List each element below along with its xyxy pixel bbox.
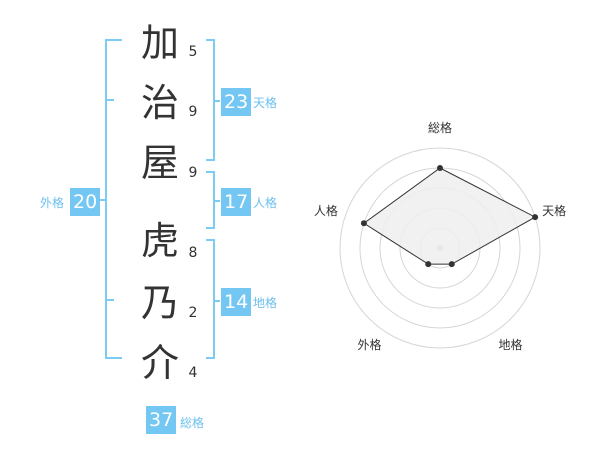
radar-point-3 — [448, 261, 455, 268]
name-char-6: 介 — [140, 341, 179, 385]
name-char-1: 加 — [140, 21, 179, 65]
chikaku-value: 14 — [221, 288, 252, 316]
soukaku-value: 37 — [146, 406, 177, 434]
radar-ring-5 — [339, 147, 541, 349]
radar-data-area — [363, 167, 537, 265]
stroke-count-1: 5 — [188, 44, 198, 60]
radar-axis-label-1: 総格 — [428, 120, 452, 135]
stroke-count-5: 2 — [188, 305, 198, 321]
stroke-count-3: 9 — [188, 165, 198, 181]
radar-axis-label-3: 地格 — [499, 337, 523, 352]
chikaku-bracket — [206, 239, 215, 359]
radar-point-5 — [360, 220, 367, 227]
radar-point-4 — [425, 261, 432, 268]
jinkaku-value: 17 — [221, 188, 252, 216]
jinkaku-label: 人格 — [253, 196, 278, 210]
chikaku-label: 地格 — [253, 296, 278, 310]
name-char-5: 乃 — [140, 281, 179, 325]
radar-axis-label-4: 外格 — [357, 337, 381, 352]
gaikaku-value: 20 — [70, 188, 101, 216]
tenkaku-bracket — [206, 39, 215, 161]
stroke-count-6: 4 — [188, 365, 198, 381]
radar-point-1 — [437, 165, 443, 171]
name-char-3: 屋 — [140, 141, 179, 185]
tenkaku-value: 23 — [221, 88, 252, 116]
stroke-count-4: 8 — [188, 245, 198, 261]
outer-bracket — [105, 39, 122, 359]
stroke-count-2: 9 — [188, 104, 198, 120]
gaikaku-label: 外格 — [40, 196, 65, 210]
name-char-2: 治 — [140, 81, 179, 125]
tenkaku-label: 天格 — [253, 96, 278, 110]
radar-axis-label-5: 人格 — [314, 203, 338, 218]
radar-axis-label-2: 天格 — [542, 203, 566, 218]
radar-point-2 — [532, 214, 539, 221]
name-char-4: 虎 — [140, 219, 179, 263]
soukaku-label: 総格 — [180, 416, 205, 430]
jinkaku-bracket — [206, 171, 215, 229]
